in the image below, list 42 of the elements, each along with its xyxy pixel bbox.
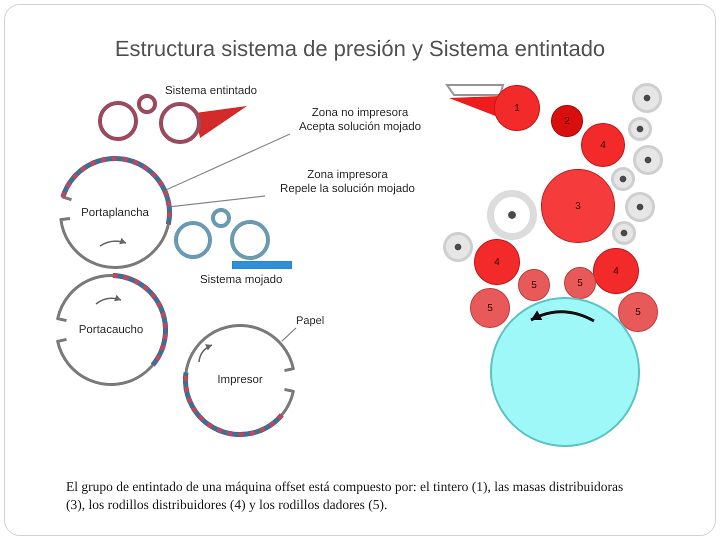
plate-cylinder: [58, 156, 172, 270]
ink-roller: 4: [593, 248, 639, 294]
ink-roller: 4: [581, 123, 625, 167]
impression-cylinder: [183, 323, 297, 437]
ink-roller: 4: [474, 239, 520, 285]
roller: [487, 190, 537, 240]
zone-description: Acepta solución mojado: [298, 120, 422, 134]
zone-title: Zona no impresora: [312, 106, 408, 120]
cylinder-label: Portaplancha: [81, 206, 149, 220]
rider-roller: [443, 232, 473, 262]
rider-roller: [628, 117, 652, 141]
ink-roller: 3: [541, 169, 615, 243]
caption: El grupo de entintado de una máquina offset está compuesto por: el tintero (1), las masas distribuidoras (3), los rodillos distribuidores (4) y los rodillos dadores (5).: [66, 478, 624, 514]
leader-line: [281, 328, 296, 342]
zone-description: Repele la solución mojado: [280, 182, 415, 196]
rider-roller: [611, 167, 635, 191]
ink-roller: 1: [494, 85, 540, 131]
rider-roller: [632, 83, 662, 113]
ink-roller: [159, 102, 201, 144]
rider-roller: [625, 192, 655, 222]
cylinder-label: Portacaucho: [78, 323, 144, 337]
rider-roller: [633, 145, 663, 175]
section-label: Sistema entintado: [165, 84, 258, 98]
dampening-roller: [211, 208, 231, 228]
ink-roller: 2: [551, 105, 583, 137]
form-roller: 5: [618, 292, 658, 332]
ink-roller: [137, 94, 157, 114]
cylinder-label: Impresor: [217, 373, 263, 387]
form-roller: 5: [564, 267, 596, 299]
form-roller: 5: [470, 288, 510, 328]
form-roller: 5: [518, 269, 550, 301]
section-label: Sistema mojado: [200, 273, 282, 287]
rider-roller: [612, 221, 636, 245]
zone-title: Zona impresora: [307, 168, 388, 182]
callout-text: Papel: [296, 314, 324, 328]
leader-line: [166, 133, 290, 190]
ink-roller: [98, 101, 138, 141]
blanket-cylinder: [54, 273, 168, 387]
dampening-roller: [230, 220, 270, 260]
leader-line: [172, 195, 266, 208]
title: Estructura sistema de presión y Sistema entintado: [114, 36, 606, 62]
dampening-roller: [174, 221, 212, 259]
